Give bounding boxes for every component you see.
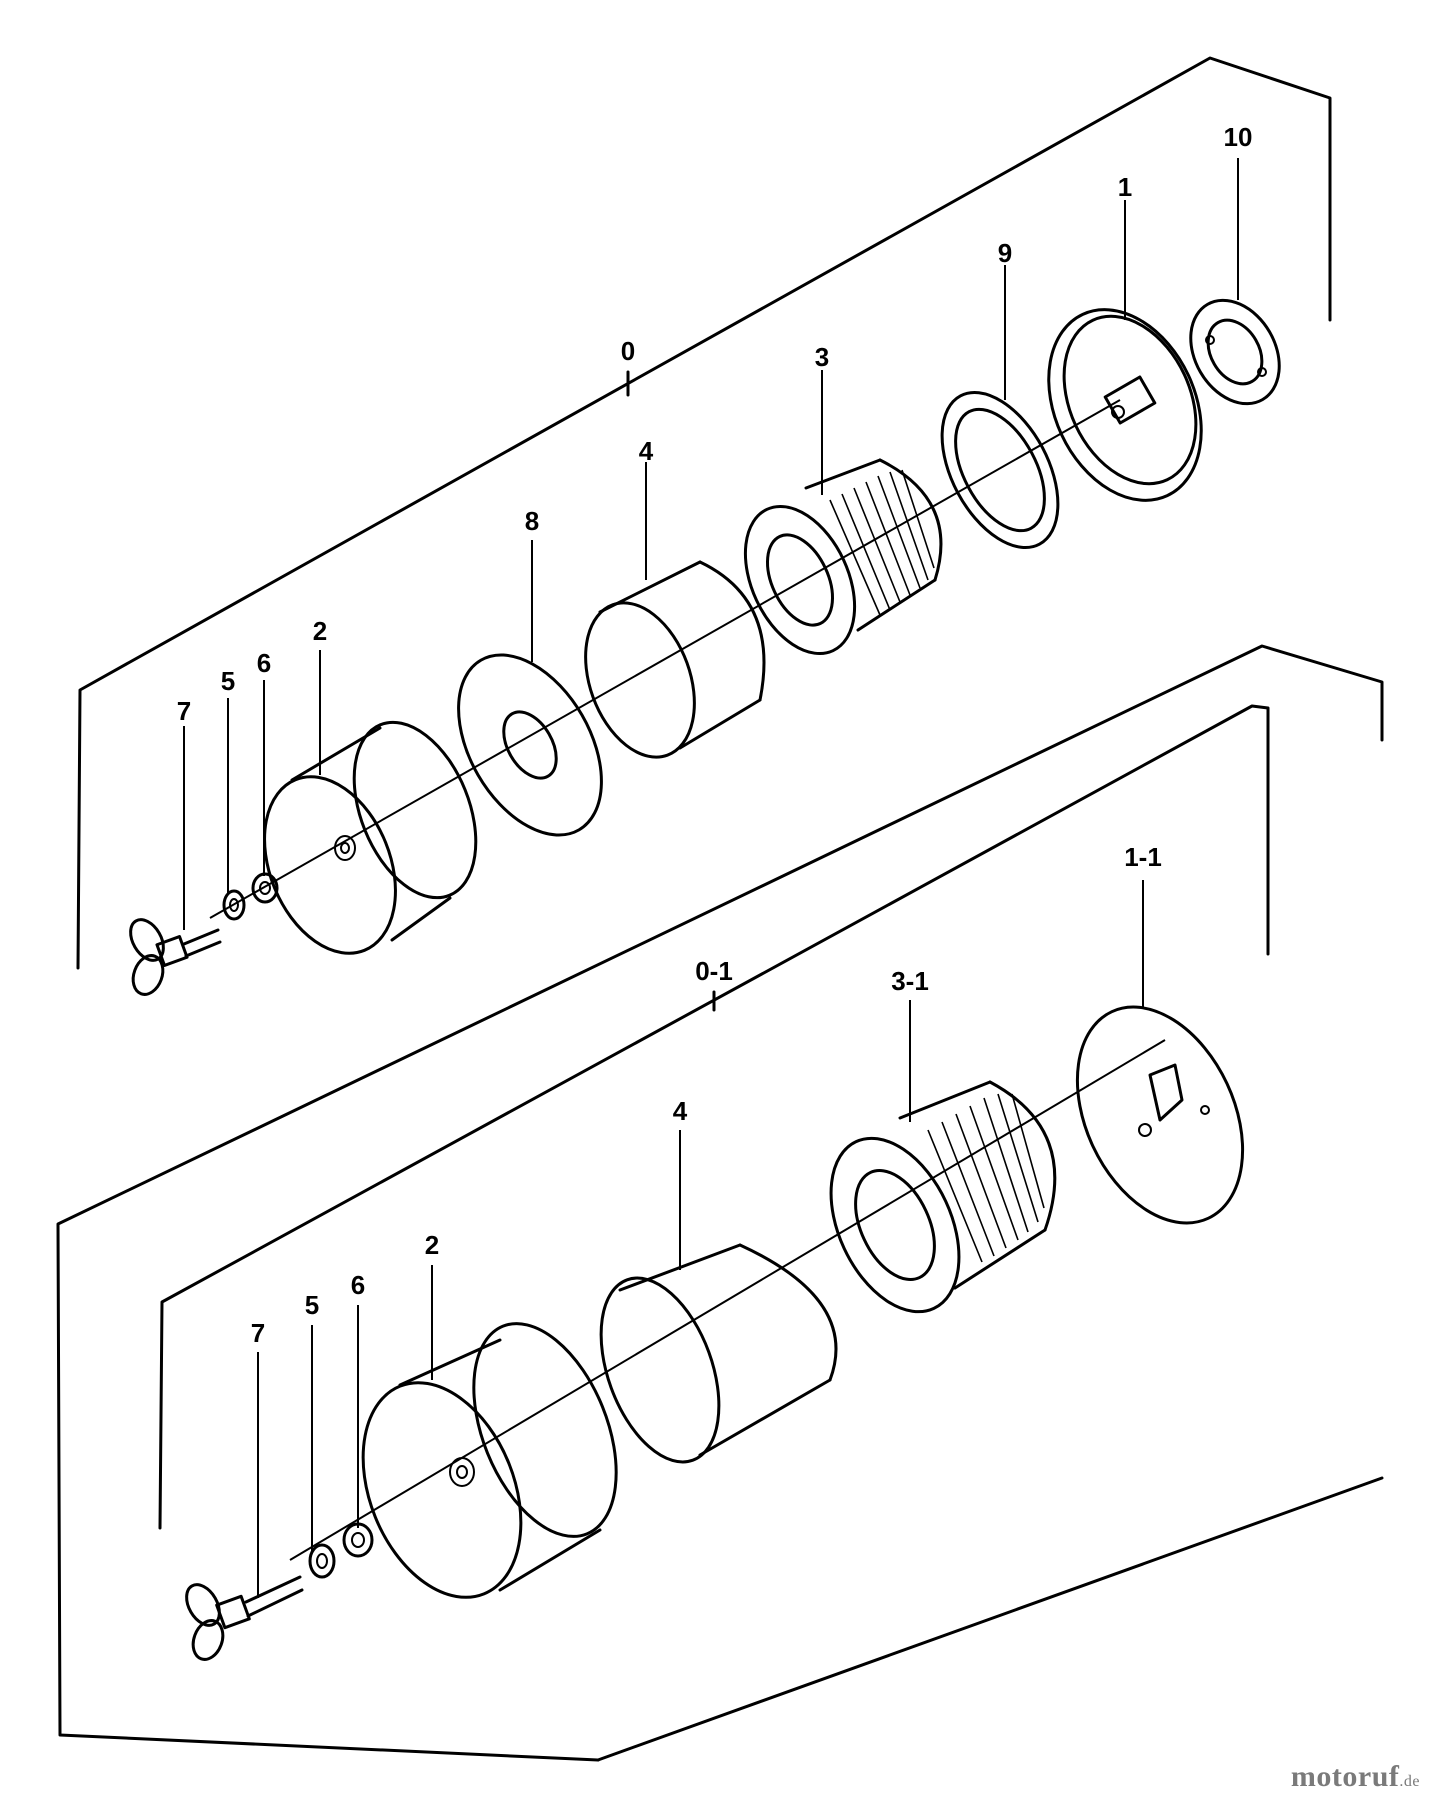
callout-upper-3: 3 xyxy=(815,342,829,372)
filter-element-3 xyxy=(743,458,943,656)
callout-lower-4: 4 xyxy=(673,1096,688,1126)
callout-upper-7: 7 xyxy=(177,696,191,726)
callout-upper-6: 6 xyxy=(257,648,271,678)
cover-2 xyxy=(263,720,478,955)
upper-assembly-frame xyxy=(76,56,1332,970)
pre-filter-4-lower xyxy=(599,1243,838,1464)
callout-upper-8: 8 xyxy=(525,506,539,536)
callout-upper-assembly: 0 xyxy=(621,336,635,366)
callout-upper-9: 9 xyxy=(998,238,1012,268)
callout-lower-3-1: 3-1 xyxy=(891,966,929,996)
wing-bolt-7 xyxy=(129,918,222,996)
site-watermark: motoruf.de xyxy=(1291,1760,1420,1794)
nut-6-lower xyxy=(342,1522,374,1558)
lower-callouts: 0-1 1-1 3-1 4 2 6 5 7 xyxy=(251,842,1162,1348)
wing-bolt-7-lower xyxy=(185,1575,304,1661)
base-plate-1-1 xyxy=(1075,1005,1245,1225)
plate-10 xyxy=(1189,298,1281,406)
lower-parts xyxy=(185,880,1245,1661)
callout-lower-1-1: 1-1 xyxy=(1124,842,1162,872)
callout-lower-5: 5 xyxy=(305,1290,319,1320)
callout-upper-1: 1 xyxy=(1118,172,1132,202)
callout-lower-6: 6 xyxy=(351,1270,365,1300)
gasket-9 xyxy=(940,390,1060,550)
watermark-name: motoruf xyxy=(1290,1760,1400,1793)
filter-element-3-1 xyxy=(829,1080,1057,1314)
callout-lower-2: 2 xyxy=(425,1230,439,1260)
upper-parts xyxy=(129,158,1281,996)
callout-lower-assembly: 0-1 xyxy=(695,956,733,986)
gasket-8 xyxy=(457,653,603,837)
lower-leaders xyxy=(257,880,1144,1598)
base-plate-1 xyxy=(1047,308,1203,502)
washer-5-lower xyxy=(308,1543,336,1579)
callout-lower-7: 7 xyxy=(251,1318,265,1348)
callout-upper-2: 2 xyxy=(313,616,327,646)
upper-callouts: 0 10 1 9 3 4 8 2 6 5 7 xyxy=(177,122,1253,726)
callout-upper-10: 10 xyxy=(1224,122,1253,152)
pre-filter-4 xyxy=(584,560,766,759)
lower-assembly-frame xyxy=(56,644,1384,1762)
callout-upper-4: 4 xyxy=(639,436,654,466)
washer-5 xyxy=(222,889,246,921)
upper-leaders xyxy=(183,158,1239,930)
cover-2-lower xyxy=(361,1322,618,1599)
callout-upper-5: 5 xyxy=(221,666,235,696)
watermark-suffix: .de xyxy=(1399,1773,1420,1790)
